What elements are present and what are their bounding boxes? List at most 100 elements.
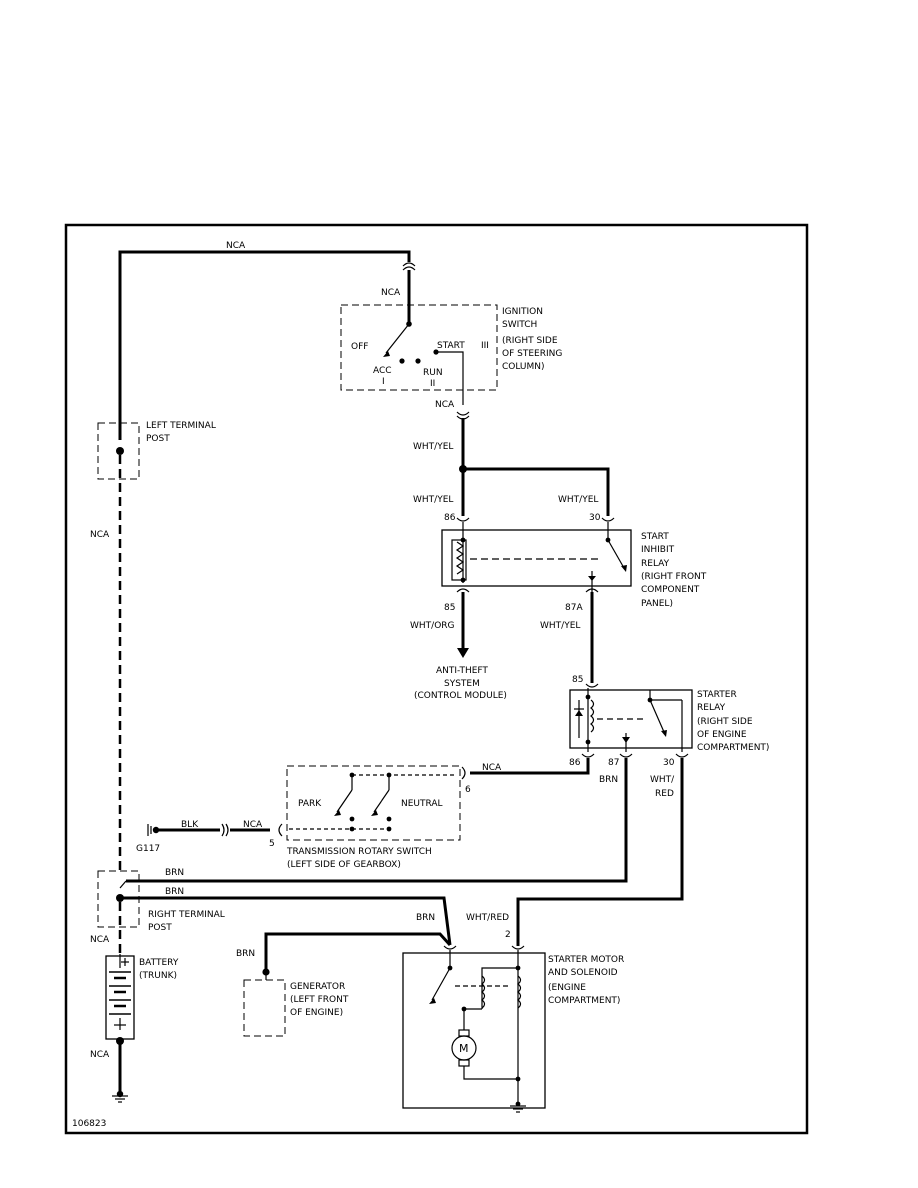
left-terminal-label-1: LEFT TERMINAL [146,421,216,431]
inhibit-label-5: COMPONENT [641,585,700,595]
inhibit-label-2: INHIBIT [641,545,675,555]
battery-label-1: BATTERY [139,958,179,968]
wire-label-brn-relay: BRN [599,775,618,785]
inhibit-label-3: RELAY [641,559,670,569]
generator-label-1: GENERATOR [290,982,345,992]
anti-theft-label-3: (CONTROL MODULE) [414,691,507,701]
generator-label-3: OF ENGINE) [290,1008,343,1018]
trans-park-label: PARK [298,799,322,809]
anti-theft-label-1: ANTI-THEFT [436,666,488,676]
ground-g117-wire [147,823,283,837]
starter-motor-box [402,952,546,1109]
start-inhibit-relay-internals [451,522,627,594]
starter-label-2: AND SOLENOID [548,968,618,978]
brn-to-starter-wire [120,896,452,946]
wire-label-nca-trans: NCA [482,763,502,773]
starter-label-1: STARTER MOTOR [548,955,624,965]
starter-relay-pin-86: 86 [569,758,581,768]
inhibit-pin-86: 86 [444,513,456,523]
inhibit-label-4: (RIGHT FRONT [641,572,707,582]
starter-relay-label-3: (RIGHT SIDE [697,717,753,727]
battery-cells [109,954,131,1030]
starter-label-4: COMPARTMENT) [548,996,620,1006]
wire-label-wht-yel-1: WHT/YEL [413,442,453,452]
trans-pin-6: 6 [465,785,471,795]
trans-label-2: (LEFT SIDE OF GEARBOX) [287,860,401,870]
wire-label-wht: WHT/ [650,775,675,785]
trans-pin6-connector [461,766,466,780]
wire-label-brn-1: BRN [165,868,184,878]
ign-label-2: SWITCH [502,320,537,330]
inhibit-pin-30: 30 [589,513,601,523]
start-inhibit-relay-pins [456,517,615,522]
inhibit-label-6: PANEL) [641,599,673,609]
inhibit-to-starter-relay-wire [585,588,599,688]
wire-label-nca-bottom: NCA [90,1050,110,1060]
ign-label-4: OF STEERING [502,349,562,359]
wire-label-nca-ground: NCA [243,820,263,830]
wire-label-nca-left: NCA [90,530,110,540]
ign-run-num: II [430,379,435,389]
ign-run-label: RUN [423,368,443,378]
wire-label-wht-yel-3: WHT/YEL [558,495,598,505]
trans-label-1: TRANSMISSION ROTARY SWITCH [286,847,432,857]
starter-relay-connectors [581,753,689,758]
battery-feed-wire [118,250,416,440]
starter-relay-pin-85: 85 [572,675,583,685]
starter-motor-internals [429,950,526,1113]
ign-start-label: START [437,341,465,351]
relay30-wht-red-wire [516,758,684,946]
generator-wire [262,932,452,980]
starter-relay-internals [574,688,683,752]
wire-label-nca-top: NCA [226,241,246,251]
starter-relay-box [569,689,693,749]
transmission-switch-contacts [289,772,455,832]
wire-label-nca-battery: NCA [90,935,110,945]
right-terminal-label-1: RIGHT TERMINAL [148,910,225,920]
generator-box [243,979,286,1037]
ground-g117-label: G117 [136,844,160,854]
starter-label-3: (ENGINE [548,983,586,993]
ignition-switch-contacts [383,321,464,405]
diagram-frame [64,223,809,1135]
inhibit-label-1: START [641,532,669,542]
ign-start-num: III [481,341,489,351]
starter-relay-pin-30: 30 [663,758,675,768]
ign-label-5: COLUMN) [502,362,545,372]
inhibit-pin-87a: 87A [565,603,583,613]
starter-relay-label-1: STARTER [697,690,737,700]
trans-pin-5: 5 [269,839,275,849]
transmission-switch-box [286,765,461,841]
relay87-brn-wire [126,758,628,883]
ign-acc-num: I [382,377,385,387]
inhibit-pin-85: 85 [444,603,455,613]
wire-label-brn-starter: BRN [416,913,435,923]
ign-off-label: OFF [351,342,368,352]
starter-relay-label-5: COMPARTMENT) [697,743,769,753]
ign-acc-label: ACC [373,366,392,376]
wire-label-blk: BLK [181,820,199,830]
wire-label-wht-yel-4: WHT/YEL [540,621,580,631]
battery-ground-wire [112,1037,128,1103]
wire-label-wht-red: WHT/RED [466,913,509,923]
starter-relay-pin-87: 87 [608,758,619,768]
start-inhibit-relay-box [441,529,632,587]
ignition-switch-box [340,304,498,391]
left-terminal-post-node [116,447,124,455]
right-terminal-label-2: POST [148,923,172,933]
diagram-id-label: 106823 [72,1119,106,1129]
starter-pin-2: 2 [505,930,511,940]
wire-label-nca-ign: NCA [381,288,401,298]
trans-neutral-label: NEUTRAL [401,799,443,809]
wire-label-wht-yel-2: WHT/YEL [413,495,453,505]
anti-theft-wire [456,588,470,658]
starter-connectors [443,945,525,950]
ignition-output-wire [456,411,610,516]
wire-label-brn-generator: BRN [236,949,255,959]
left-terminal-label-2: POST [146,434,170,444]
generator-label-2: (LEFT FRONT [290,995,349,1005]
starter-relay-label-2: RELAY [697,703,726,713]
left-terminal-post-box [97,422,140,480]
relay86-to-trans-wire [470,758,590,775]
wire-label-nca-ign-out: NCA [435,400,455,410]
